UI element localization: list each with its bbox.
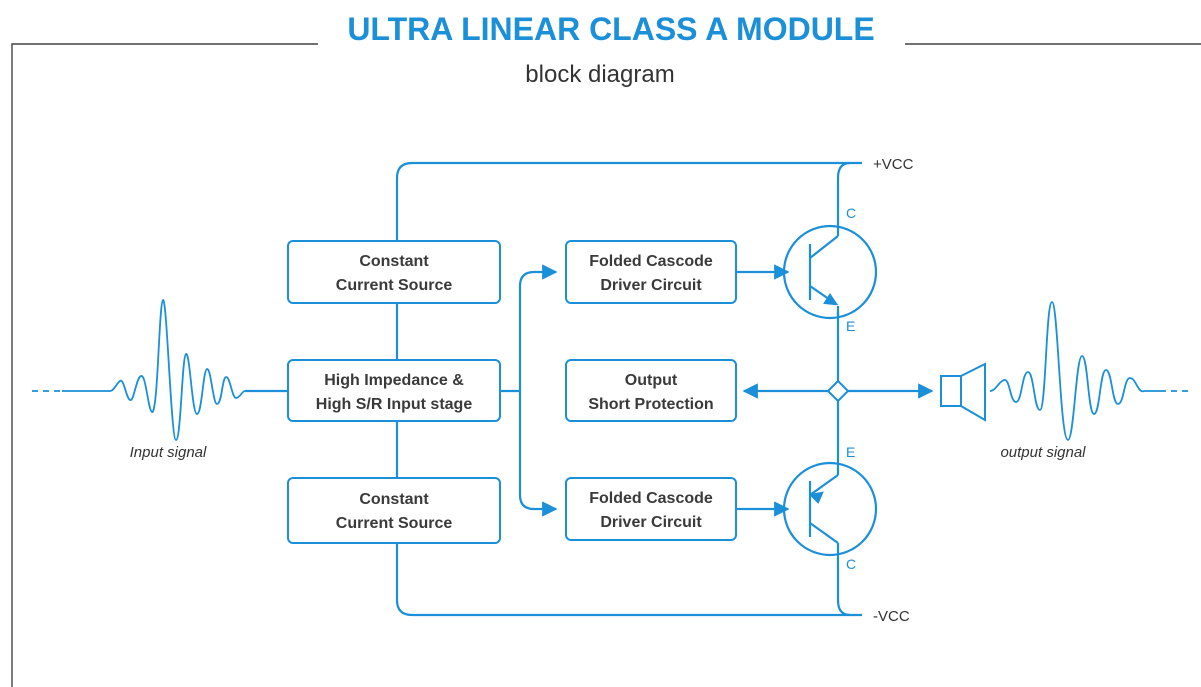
- block-driver-top: Folded Cascode Driver Circuit: [565, 240, 737, 304]
- block-input-stage: High Impedance & High S/R Input stage: [287, 359, 501, 422]
- block-ccs-bottom: Constant Current Source: [287, 477, 501, 544]
- block-input-stage-line2: High S/R Input stage: [316, 396, 473, 413]
- top-emitter-label: E: [846, 318, 855, 334]
- block-ccs-top-line1: Constant: [359, 253, 429, 270]
- block-ccs-bottom-line2: Current Source: [336, 515, 453, 532]
- wiring: [245, 161, 934, 617]
- block-protection-line1: Output: [625, 372, 678, 389]
- npn-transistor-icon: [782, 218, 878, 320]
- speaker-icon: [940, 362, 986, 422]
- block-driver-top-line1: Folded Cascode: [589, 253, 713, 270]
- block-input-stage-line1: High Impedance &: [324, 372, 464, 389]
- diagram-title: ULTRA LINEAR CLASS A MODULE: [347, 11, 874, 47]
- bottom-emitter-label: E: [846, 444, 855, 460]
- block-ccs-bottom-line1: Constant: [359, 491, 429, 508]
- block-driver-top-line2: Driver Circuit: [600, 277, 702, 294]
- input-waveform: [32, 299, 246, 441]
- output-signal-label: output signal: [1000, 444, 1086, 461]
- block-ccs-top: Constant Current Source: [287, 240, 501, 304]
- output-node: [826, 379, 850, 403]
- output-waveform: [989, 301, 1192, 441]
- pnp-transistor-icon: [782, 461, 878, 557]
- block-ccs-top-line2: Current Source: [336, 277, 453, 294]
- block-driver-bottom-line2: Driver Circuit: [600, 514, 702, 531]
- input-signal-label: Input signal: [130, 444, 207, 461]
- top-collector-label: C: [846, 205, 856, 221]
- block-driver-bottom-line1: Folded Cascode: [589, 490, 713, 507]
- bottom-collector-label: C: [846, 556, 856, 572]
- block-protection: Output Short Protection: [565, 359, 737, 422]
- diagram-subtitle: block diagram: [525, 61, 674, 88]
- block-protection-line2: Short Protection: [588, 396, 713, 413]
- block-driver-bottom: Folded Cascode Driver Circuit: [565, 477, 737, 541]
- outer-frame: [11, 43, 1201, 687]
- positive-rail-label: +VCC: [873, 156, 914, 173]
- negative-rail-label: -VCC: [873, 608, 910, 625]
